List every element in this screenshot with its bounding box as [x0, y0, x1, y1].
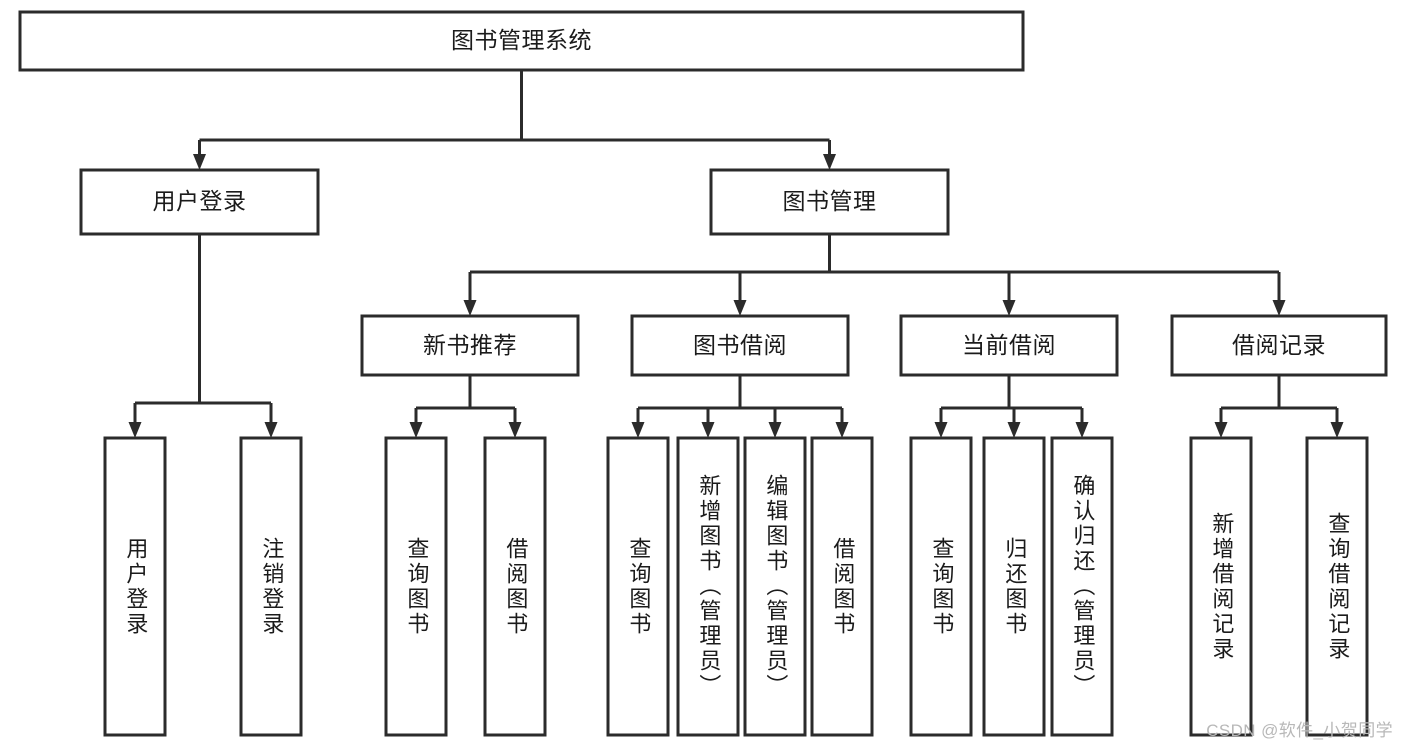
arrow-head-book-manage: [823, 154, 836, 170]
arrow-head-leaf-confirm-return-admin: [1075, 422, 1089, 438]
node-box-leaf-user-logout[interactable]: [239, 436, 303, 737]
node-box-leaf-query-book-recommend[interactable]: [384, 436, 448, 737]
arrow-head-current-borrow: [1002, 300, 1016, 316]
csdn-watermark: CSDN @软件_小贺同学: [1206, 721, 1393, 740]
node-box-layer: [18, 10, 1388, 737]
node-box-borrow-record[interactable]: [1170, 314, 1388, 377]
node-box-leaf-return-book[interactable]: [982, 436, 1046, 737]
arrow-head-user-login: [193, 154, 206, 170]
arrow-head-leaf-query-book-borrow: [631, 422, 645, 438]
node-box-leaf-user-login[interactable]: [103, 436, 167, 737]
arrow-head-leaf-borrow-book: [835, 422, 849, 438]
arrow-head-leaf-query-borrow-record: [1330, 422, 1344, 438]
node-box-leaf-add-borrow-record[interactable]: [1189, 436, 1253, 737]
node-box-root[interactable]: [18, 10, 1025, 72]
node-box-leaf-query-borrow-record[interactable]: [1305, 436, 1369, 737]
arrow-head-leaf-query-book-recommend: [409, 422, 423, 438]
node-box-leaf-confirm-return-admin[interactable]: [1050, 436, 1114, 737]
arrow-head-new-book-recommend: [463, 300, 477, 316]
node-box-leaf-edit-book-admin[interactable]: [743, 436, 807, 737]
arrow-head-book-borrow: [733, 300, 747, 316]
node-box-leaf-query-book-current[interactable]: [909, 436, 973, 737]
node-box-leaf-query-book-borrow[interactable]: [606, 436, 670, 737]
node-box-new-book-recommend[interactable]: [360, 314, 580, 377]
arrow-head-leaf-user-login: [128, 422, 142, 438]
arrow-head-leaf-add-borrow-record: [1214, 422, 1228, 438]
arrow-head-leaf-borrow-book-recommend: [508, 422, 522, 438]
node-box-leaf-borrow-book[interactable]: [810, 436, 874, 737]
node-box-current-borrow[interactable]: [899, 314, 1119, 377]
arrow-head-leaf-add-book-admin: [701, 422, 715, 438]
arrow-head-leaf-query-book-current: [934, 422, 948, 438]
node-box-book-manage[interactable]: [709, 168, 950, 236]
node-box-leaf-add-book-admin[interactable]: [676, 436, 740, 737]
arrow-head-leaf-return-book: [1007, 422, 1021, 438]
node-box-leaf-borrow-book-recommend[interactable]: [483, 436, 547, 737]
connector-layer: [128, 70, 1344, 438]
arrow-head-borrow-record: [1272, 300, 1286, 316]
arrow-head-leaf-user-logout: [264, 422, 278, 438]
node-box-book-borrow[interactable]: [630, 314, 850, 377]
arrow-head-leaf-edit-book-admin: [768, 422, 782, 438]
node-box-user-login[interactable]: [79, 168, 320, 236]
